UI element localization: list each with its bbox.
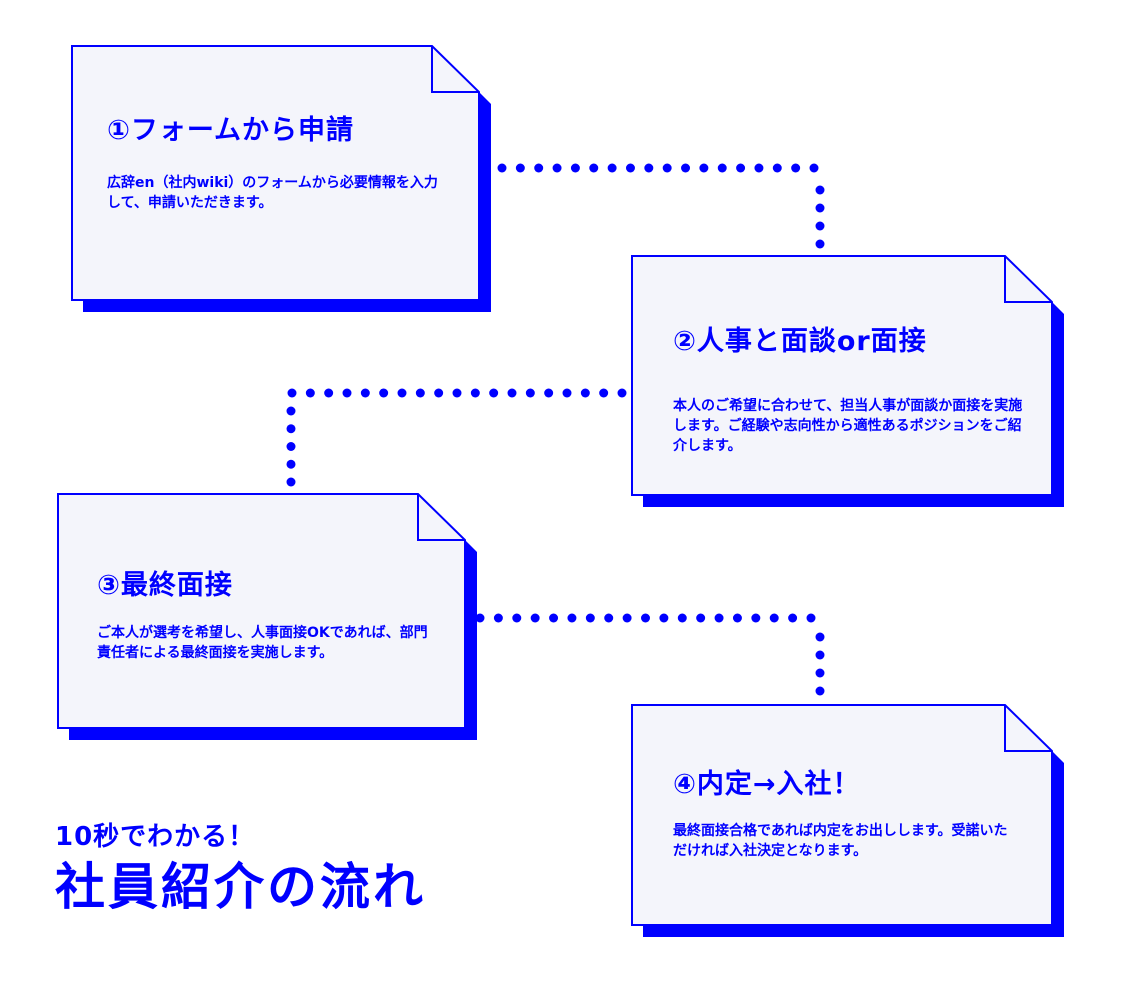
connector-dot xyxy=(809,163,819,173)
connector-dot xyxy=(585,613,595,623)
step-title: ①フォームから申請 xyxy=(107,115,355,146)
connector-dot xyxy=(379,388,389,398)
connector-dot xyxy=(604,613,614,623)
step-card-4: ④内定→入社！ 最終面接合格であれば内定をお出しします。受諾いただければ入社決定… xyxy=(631,704,1064,937)
card-fold xyxy=(1004,705,1052,752)
connector-dot xyxy=(286,459,296,469)
connector-dot xyxy=(677,613,687,623)
connector-dot xyxy=(617,388,627,398)
connector-dot xyxy=(769,613,779,623)
connector-dot xyxy=(360,388,370,398)
card-shape xyxy=(57,493,477,740)
connector-dot xyxy=(815,632,825,642)
step-description: 広辞en（社内wiki）のフォームから必要情報を入力して、申請いただきます。 xyxy=(107,175,438,211)
connector-dot xyxy=(681,163,691,173)
connector-dot xyxy=(507,388,517,398)
connector-dot xyxy=(549,613,559,623)
connector-dot xyxy=(493,613,503,623)
connector-dot xyxy=(772,163,782,173)
connector-dot xyxy=(622,613,632,623)
connector-dot xyxy=(530,613,540,623)
connector-dot xyxy=(324,388,334,398)
step-description: ご本人が選考を希望し、人事面接OKであれば、部門責任者による最終面接を実施します… xyxy=(97,625,428,661)
card-shape xyxy=(631,255,1064,507)
headline-title: 社員紹介の流れ xyxy=(55,858,426,916)
connector-dot xyxy=(736,163,746,173)
connector-dot xyxy=(497,163,507,173)
step-description: 最終面接合格であれば内定をお出しします。受諾いただければ入社決定となります。 xyxy=(673,823,1008,859)
connector-dot xyxy=(534,163,544,173)
connector-dot xyxy=(552,163,562,173)
connector-dot xyxy=(286,424,296,434)
connector-dot xyxy=(714,613,724,623)
step-card-3: ③最終面接 ご本人が選考を希望し、人事面接OKであれば、部門責任者による最終面接… xyxy=(57,493,477,740)
connector-dot xyxy=(659,613,669,623)
connector-dot xyxy=(452,388,462,398)
card-fold xyxy=(1004,256,1052,303)
connector-dot xyxy=(515,163,525,173)
connector-dot xyxy=(570,163,580,173)
connector-dot xyxy=(470,388,480,398)
card-shape xyxy=(71,45,491,312)
connector-dot xyxy=(567,613,577,623)
connector-dot xyxy=(434,388,444,398)
connector-dot xyxy=(662,163,672,173)
connector-dot xyxy=(806,613,816,623)
connector-dot xyxy=(286,406,296,416)
step-title: ④内定→入社！ xyxy=(673,769,861,800)
connector-dot xyxy=(625,163,635,173)
connector-dot xyxy=(599,388,609,398)
connector-dot xyxy=(815,185,825,195)
card-shape xyxy=(631,704,1064,937)
step-card-1: ①フォームから申請 広辞en（社内wiki）のフォームから必要情報を入力して、申… xyxy=(71,45,491,312)
connector-dot xyxy=(717,163,727,173)
connector-dot xyxy=(644,163,654,173)
card-fold xyxy=(431,46,479,93)
connector-dot xyxy=(815,239,825,249)
connector-dot xyxy=(415,388,425,398)
connector-dot xyxy=(815,203,825,213)
connector-dot xyxy=(544,388,554,398)
connector-dot xyxy=(815,668,825,678)
connector-dot xyxy=(286,477,296,487)
connector-dot xyxy=(641,613,650,623)
card-body xyxy=(631,255,1053,496)
connector-dot xyxy=(788,613,798,623)
connector-dot xyxy=(475,613,485,623)
connector-dot xyxy=(580,388,590,398)
connector-dot xyxy=(589,163,599,173)
connector-dot xyxy=(525,388,535,398)
step-title: ②人事と面談or面接 xyxy=(673,326,927,357)
connector-dot xyxy=(696,613,706,623)
connector-dot xyxy=(342,388,352,398)
connector-dot xyxy=(512,613,522,623)
connector-dot xyxy=(699,163,709,173)
headline: 10秒でわかる！ 社員紹介の流れ xyxy=(55,822,426,916)
step-title: ③最終面接 xyxy=(97,570,233,601)
connector-dot xyxy=(607,163,617,173)
connector-dot xyxy=(562,388,572,398)
card-body xyxy=(57,493,466,729)
step-card-2: ②人事と面談or面接 本人のご希望に合わせて、担当人事が面談か面接を実施します。… xyxy=(631,255,1064,507)
connector-dot xyxy=(286,442,296,451)
connector-dot xyxy=(287,388,297,398)
card-fold xyxy=(417,494,465,541)
step-description: 本人のご希望に合わせて、担当人事が面談か面接を実施します。ご経験や志向性から適性… xyxy=(673,398,1023,454)
connector-dot xyxy=(397,388,407,398)
connector-dot xyxy=(815,221,825,231)
card-body xyxy=(631,704,1053,926)
connector-dot xyxy=(751,613,761,623)
card-body xyxy=(71,45,480,301)
connector-dot xyxy=(815,650,825,660)
connector-dot xyxy=(489,388,499,398)
connector-dot xyxy=(305,388,315,398)
headline-subtitle: 10秒でわかる！ xyxy=(55,822,256,852)
connector-dot xyxy=(732,613,742,623)
connector-dot xyxy=(754,163,764,173)
connector-dot xyxy=(815,686,825,696)
connector-dot xyxy=(791,163,801,173)
